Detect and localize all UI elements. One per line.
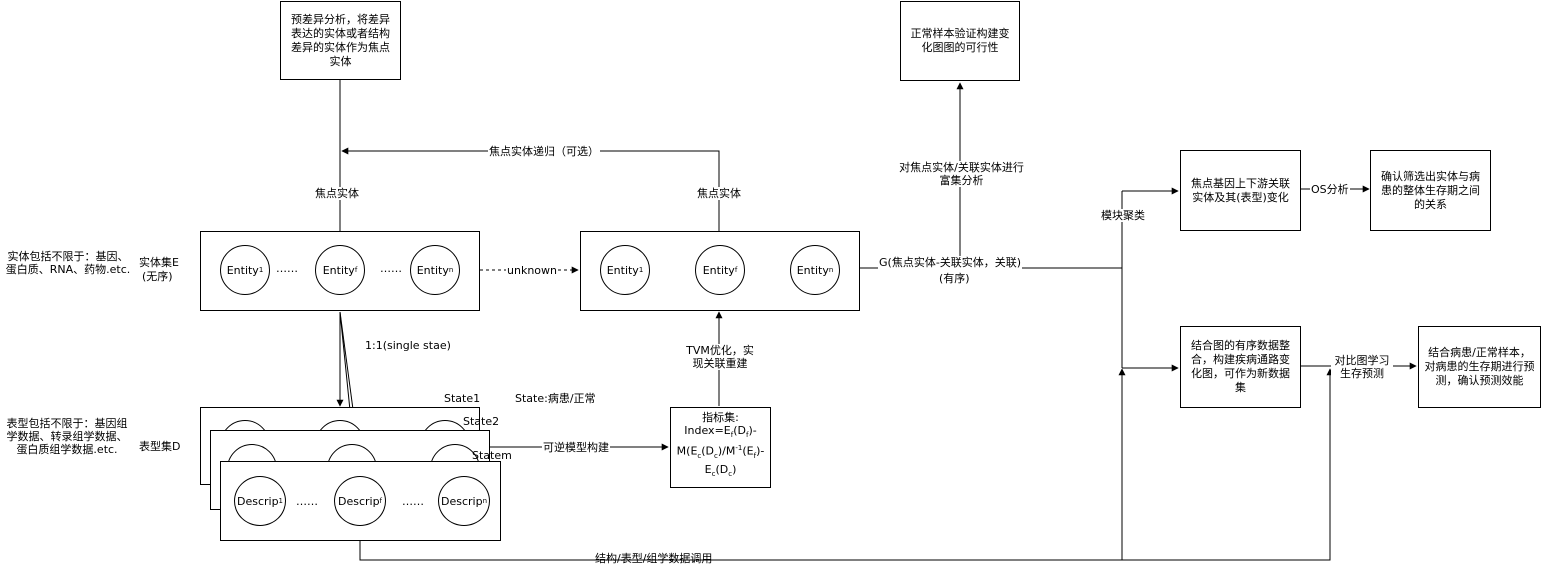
- confirm-text: 确认筛选出实体与病患的整体生存期之间的关系: [1381, 169, 1480, 211]
- ellipsis-3: ……: [296, 495, 318, 508]
- combine-text: 结合图的有序数据整合，构建疾病通路变化图，可作为新数据集: [1191, 339, 1290, 394]
- predict-text: 结合病患/正常样本，对病患的生存期进行预测，确认预测效能: [1424, 346, 1535, 387]
- state2-label: State2: [463, 415, 500, 428]
- statem-label: Statem: [472, 449, 512, 462]
- enrichment-label: 对焦点实体/关联实体进行富集分析: [898, 161, 1025, 187]
- entity-n-sub-right: n: [828, 266, 834, 274]
- contrast-label: 对比图学习生存预测: [1331, 354, 1393, 380]
- tvm-label: TVM优化，实现关联重建: [683, 344, 757, 370]
- ellipsis-1: ……: [276, 262, 298, 275]
- entity-f-label: Entity: [322, 263, 355, 277]
- g-edge-sub-label: (有序): [939, 272, 970, 285]
- focus-gene-box: 焦点基因上下游关联实体及其(表型)变化: [1180, 150, 1301, 231]
- os-analysis-label: OS分析: [1310, 183, 1350, 196]
- entity-f-label-right: Entity: [702, 263, 735, 277]
- entity-n-label: Entity: [416, 263, 449, 277]
- descrip-f-sub: f: [379, 497, 383, 505]
- predict-box: 结合病患/正常样本，对病患的生存期进行预测，确认预测效能: [1418, 326, 1541, 408]
- entity-1-label: Entity: [226, 263, 259, 277]
- confirm-box: 确认筛选出实体与病患的整体生存期之间的关系: [1370, 150, 1491, 231]
- entity-n-label-right: Entity: [796, 263, 829, 277]
- descrip-n-sub: n: [482, 497, 487, 505]
- reversible-label: 可逆模型构建: [542, 441, 610, 454]
- module-cluster-label: 模块聚类: [1100, 209, 1146, 222]
- descrip-f-label: Descrip: [337, 494, 380, 508]
- normal-validation-text: 正常样本验证构建变化图图的可行性: [910, 27, 1010, 54]
- entity-1-sub-right: 1: [638, 266, 644, 274]
- edge-recursion: [341, 147, 723, 243]
- combine-box: 结合图的有序数据整合，构建疾病通路变化图，可作为新数据集: [1180, 326, 1301, 408]
- entity-f-sub: f: [354, 266, 358, 274]
- entity-set-label: 实体集E: [139, 256, 179, 269]
- focus-right-label: 焦点实体: [696, 187, 742, 200]
- phenotype-set-label: 表型集D: [139, 440, 181, 453]
- structure-call-label: 结构/表型/组学数据调用: [595, 552, 713, 565]
- entity-desc-label: 实体包括不限于：基因、蛋白质、RNA、药物.etc.: [5, 250, 131, 276]
- pre-analysis-box: 预差异分析，将差异表达的实体或者结构差异的实体作为焦点实体: [280, 1, 401, 80]
- descrip-n-label: Descrip: [440, 494, 483, 508]
- index-title: 指标集:: [702, 411, 739, 424]
- entity-1-sub: 1: [258, 266, 264, 274]
- g-edge-label: G(焦点实体-关联实体，关联): [878, 256, 1023, 269]
- entity-set-sub-label: (无序): [142, 270, 173, 283]
- one-to-one-label: 1:1(single stae): [365, 339, 451, 352]
- edge-data-call: [359, 368, 1334, 561]
- index-formula: Index=Ef(Df)-M(Ec(Dc)/M-1(Ef)-Ec(Dc): [676, 424, 765, 479]
- entity-n-sub: n: [448, 266, 454, 274]
- ellipsis-4: ……: [402, 495, 424, 508]
- phenotype-desc-label: 表型包括不限于：基因组学数据、转录组学数据、蛋白质组学数据.etc.: [6, 417, 128, 456]
- state-desc-label: State:病患/正常: [515, 392, 596, 405]
- pre-analysis-text: 预差异分析，将差异表达的实体或者结构差异的实体作为焦点实体: [291, 12, 390, 68]
- entity-1-label-right: Entity: [606, 263, 639, 277]
- index-set-box: 指标集: Index=Ef(Df)-M(Ec(Dc)/M-1(Ef)-Ec(Dc…: [670, 407, 771, 488]
- descrip-1-sub: 1: [278, 497, 284, 505]
- recursion-label: 焦点实体递归（可选）: [488, 145, 600, 158]
- focus-left-label: 焦点实体: [314, 187, 360, 200]
- descrip-1-label: Descrip: [236, 494, 279, 508]
- state1-label: State1: [444, 392, 481, 405]
- normal-validation-box: 正常样本验证构建变化图图的可行性: [900, 1, 1020, 81]
- unknown-label: unknown: [506, 264, 558, 277]
- focus-gene-text: 焦点基因上下游关联实体及其(表型)变化: [1191, 176, 1290, 204]
- ellipsis-2: ……: [380, 262, 402, 275]
- entity-f-sub-right: f: [734, 266, 738, 274]
